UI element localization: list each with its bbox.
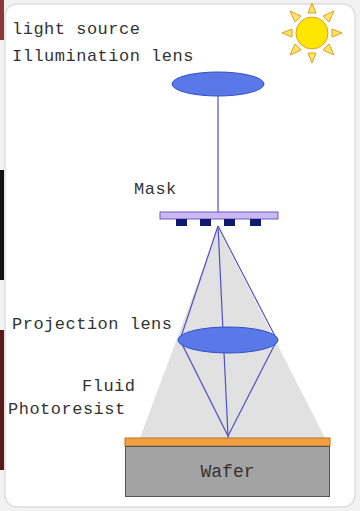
edge-strip: [0, 170, 4, 280]
mask-pattern: [176, 219, 261, 226]
illumination-lens: [172, 72, 264, 96]
photoresist-label: Photoresist: [8, 400, 126, 420]
node-text: Wafer: [200, 462, 254, 482]
mask-plate: [160, 212, 278, 219]
panel: [5, 4, 355, 507]
photoresist-layer: [125, 438, 330, 446]
light-rays: [227, 436, 228, 438]
mask-label: Mask: [134, 180, 177, 200]
lens-label: Illumination lens: [12, 47, 194, 67]
sun-icon: [282, 3, 342, 63]
projection-lens: [178, 327, 278, 353]
lens-label: Projection lens: [12, 315, 173, 335]
edge-strip: [0, 0, 4, 40]
optical-axis: [217, 92, 218, 214]
fluid-label: Fluid: [82, 377, 136, 397]
light-source-label: light source: [12, 20, 140, 40]
edge-strip: [0, 330, 4, 470]
wafer-box: Wafer: [125, 446, 330, 497]
